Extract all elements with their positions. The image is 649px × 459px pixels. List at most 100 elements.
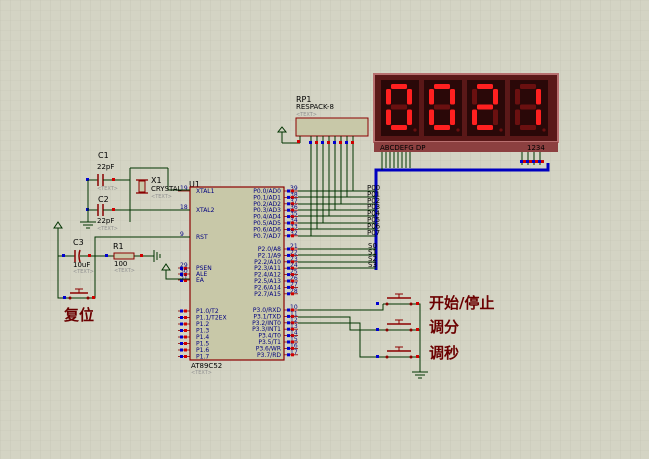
- digit-2-segment-d: [434, 125, 450, 130]
- u1-left-pin-name: RST: [196, 234, 208, 241]
- digit-2-dp: [456, 128, 460, 132]
- u1-p2_pins-pin-name: P2.1/A9: [258, 252, 281, 259]
- port2-wires: [298, 248, 376, 269]
- u1-p0_pins-pin-name: P0.2/AD2: [253, 201, 281, 208]
- digit-4-segment-b: [536, 89, 541, 105]
- pin-marker: [287, 285, 290, 289]
- u1-p0_pins-pin-name: P0.4/AD4: [253, 214, 281, 221]
- net-label-p0: P01: [367, 190, 380, 198]
- c3-capacitor[interactable]: C3 10uF <TEXT>: [58, 238, 95, 275]
- u1-p3_pins-pin-name: P3.7/RD: [257, 352, 281, 359]
- net-label-p2: S1: [368, 248, 377, 256]
- u1-p2_pins-pin-number: 21: [290, 243, 298, 250]
- digit-3-segment-b: [493, 89, 498, 105]
- pin-marker: [287, 292, 290, 296]
- c2-text: <TEXT>: [97, 226, 118, 232]
- pin-marker: [184, 342, 187, 345]
- digit-2-segment-g: [434, 104, 450, 110]
- data-bus[interactable]: [374, 163, 550, 270]
- seven-segment-display[interactable]: ABCDEFG DP 1234: [373, 73, 559, 168]
- digit-1-segment-f: [386, 89, 391, 105]
- adjust-second-button-label: 调秒: [429, 344, 459, 362]
- u1-p0_pins-pin-number: 36: [290, 204, 298, 211]
- u1-p0_pins-pin-name: P0.3/AD3: [253, 207, 281, 214]
- u1-p3_pins-pin-name: P3.4/T0: [258, 333, 281, 340]
- digit-2-segment-f: [429, 89, 434, 105]
- u1-p2_pins-pin-number: 26: [290, 275, 298, 282]
- reset-button[interactable]: 复位: [63, 288, 95, 324]
- net-label-p2: S2: [368, 255, 377, 263]
- pin-marker: [287, 340, 290, 344]
- pin-marker: [180, 342, 183, 345]
- pin-marker: [291, 327, 294, 331]
- pin-marker: [287, 346, 290, 350]
- adjust-second-button[interactable]: 调秒: [376, 344, 459, 362]
- u1-p1-pin-name: P1.7: [196, 354, 209, 361]
- u1-p2_pins-pin-number: 27: [290, 281, 298, 288]
- digit-2-segment-a: [434, 84, 450, 89]
- display-digit-pin-markers: [520, 160, 544, 163]
- c1-capacitor[interactable]: C1 22pF <TEXT>: [86, 151, 130, 192]
- r1-resistor[interactable]: R1 100 <TEXT>: [95, 242, 161, 274]
- net-label-p0: P02: [367, 197, 380, 205]
- pin-marker: [180, 273, 183, 276]
- pin-marker: [291, 314, 294, 318]
- pin-marker: [184, 335, 187, 339]
- rp1-pin-markers: [297, 140, 354, 144]
- pin-marker: [184, 267, 187, 270]
- u1-p2_pins-pin-name: P2.6/A14: [254, 284, 281, 291]
- net-label-p0: P07: [367, 229, 380, 237]
- pin-marker: [291, 340, 294, 344]
- pin-marker: [180, 355, 183, 358]
- c1-ref: C1: [98, 151, 109, 160]
- u1-text: <TEXT>: [191, 370, 212, 376]
- rp1-value: RESPACK-8: [296, 103, 334, 111]
- digit-3-segment-c: [493, 109, 498, 125]
- segment-pin-labels: ABCDEFG DP: [380, 144, 425, 152]
- pin-marker: [291, 292, 294, 296]
- rp1-resistor-pack[interactable]: RP1 RESPACK-8 <TEXT>: [276, 95, 369, 144]
- u1-left-pin-name: XTAL1: [196, 188, 215, 195]
- u1-left-pin-name: XTAL2: [196, 207, 215, 214]
- digit-3-segment-e: [472, 109, 477, 125]
- u1-left-pin-name: EA: [196, 277, 205, 284]
- digit-1-segment-e: [386, 109, 391, 125]
- pin-marker: [184, 316, 187, 319]
- pin-marker: [287, 189, 290, 193]
- x1-crystal[interactable]: X1 CRYSTAL <TEXT>: [129, 167, 190, 222]
- c2-value: 22pF: [97, 217, 114, 225]
- start-stop-button[interactable]: 开始/停止: [376, 293, 494, 312]
- u1-left-pin-number: 31: [180, 274, 188, 281]
- pin-marker: [287, 266, 290, 270]
- digit-3-segment-d: [477, 125, 493, 130]
- pin-marker: [287, 247, 290, 251]
- pin-marker: [287, 279, 290, 283]
- u1-p3_pins-pin-number: 14: [290, 330, 298, 337]
- adjust-minute-button[interactable]: 调分: [376, 318, 459, 336]
- c3-text: <TEXT>: [73, 269, 94, 275]
- pin-marker: [291, 208, 294, 212]
- pin-marker: [291, 346, 294, 350]
- r1-text: <TEXT>: [114, 268, 135, 274]
- u1-p1-pin-name: P1.1/T2EX: [196, 315, 227, 322]
- c2-ref: C2: [98, 195, 109, 204]
- r1-ground-icon: [153, 250, 161, 262]
- pin-marker: [287, 353, 290, 357]
- u1-p1-pin-name: P1.6: [196, 347, 209, 354]
- u1-p0_pins-pin-number: 39: [290, 185, 298, 192]
- digit-4-dp: [542, 128, 546, 132]
- display-segments: [386, 84, 546, 132]
- digit-4-segment-d: [520, 125, 536, 130]
- pin-marker: [180, 267, 183, 270]
- u1-p2_pins-pin-name: P2.2/A10: [254, 259, 281, 266]
- u1-p3_pins-pin-number: 17: [290, 349, 298, 356]
- pin-marker: [184, 273, 187, 276]
- pin-marker: [287, 327, 290, 331]
- pin-marker: [184, 279, 187, 282]
- digit-3-segment-g: [477, 104, 493, 110]
- u1-p1-pin-name: P1.0/T2: [196, 308, 219, 315]
- port0-wires: [298, 144, 376, 237]
- c1-value: 22pF: [97, 163, 114, 171]
